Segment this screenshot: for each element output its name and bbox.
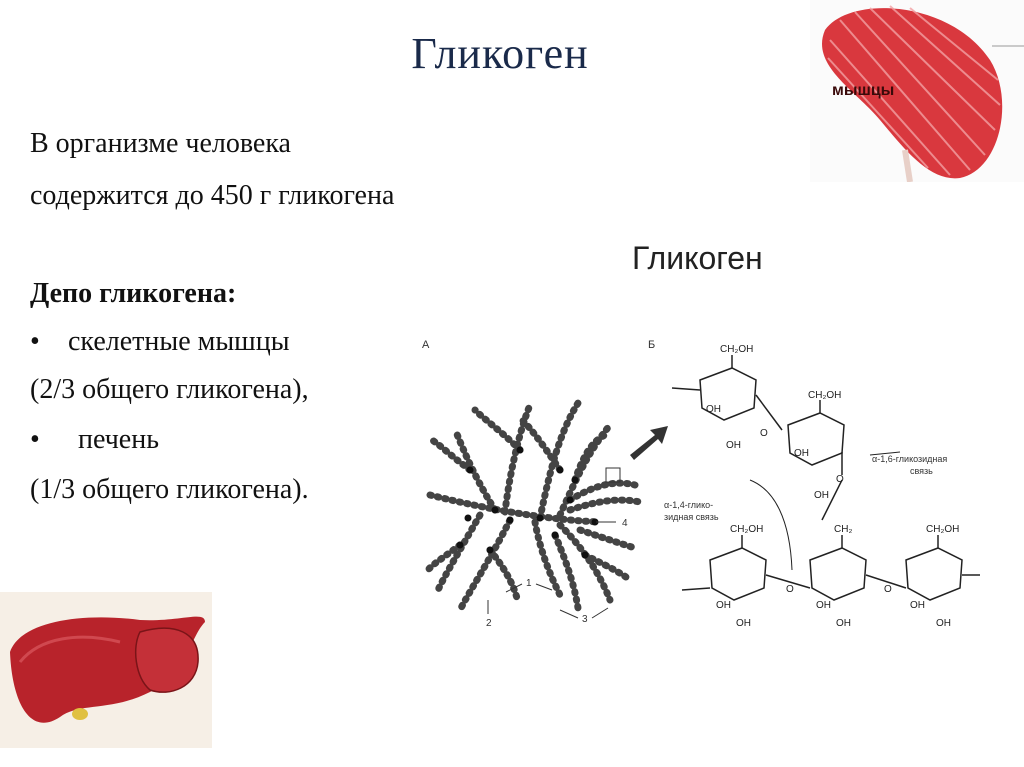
label-1: 1	[526, 578, 532, 589]
panel-a-label: А	[422, 339, 430, 351]
bond-16-line2: связь	[910, 466, 933, 476]
ch2oh-label: CH₂OH	[720, 344, 753, 355]
o-label: O	[884, 584, 892, 595]
ch2oh-label: CH₂OH	[808, 390, 841, 401]
bond-14-line2: зидная связь	[664, 512, 719, 522]
figure-title: Гликоген	[632, 240, 763, 276]
oh-label: OH	[936, 618, 951, 629]
label-3: 3	[582, 614, 588, 625]
oh-label: OH	[706, 404, 721, 415]
oh-label: OH	[910, 600, 925, 611]
glycogen-branches	[424, 396, 644, 614]
panel-b-label: Б	[648, 339, 655, 351]
liver-image	[0, 592, 212, 748]
bullet-icon: •	[30, 326, 40, 357]
branch-points	[456, 446, 599, 559]
glucose-rings	[671, 355, 980, 601]
intro-line-1: В организме человека	[30, 128, 291, 159]
ch2-label: CH₂	[834, 524, 852, 535]
depot-item-liver-note: (1/3 общего гликогена).	[30, 474, 309, 505]
o-label: O	[836, 474, 844, 485]
label-4: 4	[622, 518, 628, 529]
depot-item-muscle-note: (2/3 общего гликогена),	[30, 374, 309, 405]
oh-label: OH	[716, 600, 731, 611]
oh-label: OH	[814, 490, 829, 501]
depot-item-muscle-text: скелетные мышцы	[68, 326, 290, 357]
oh-label: OH	[794, 448, 809, 459]
zoom-arrow-icon	[630, 426, 668, 460]
depot-item-muscle: • скелетные мышцы	[30, 326, 290, 358]
label-2: 2	[486, 618, 492, 629]
ch2oh-label: CH₂OH	[730, 524, 763, 535]
depot-heading: Депо гликогена:	[30, 278, 237, 309]
slide-title: Гликоген	[411, 29, 589, 78]
oh-label: OH	[816, 600, 831, 611]
o-label: O	[760, 428, 768, 439]
oh-label: OH	[726, 440, 741, 451]
glycogen-structure-diagram: А Б 4 1 2 3	[422, 339, 980, 629]
bond-14-line1: α-1,4-глико-	[664, 500, 713, 510]
o-label: O	[786, 584, 794, 595]
muscle-image: мышцы	[810, 0, 1024, 182]
bond-16-line1: α-1,6-гликозидная	[872, 454, 947, 464]
oh-label: OH	[836, 618, 851, 629]
muscle-label: мышцы	[832, 82, 894, 99]
depot-item-liver: • печень	[30, 424, 159, 456]
ch2oh-label: CH₂OH	[926, 524, 959, 535]
oh-label: OH	[736, 618, 751, 629]
depot-item-liver-text: печень	[78, 424, 159, 455]
intro-line-2: содержится до 450 г гликогена	[30, 180, 395, 211]
bullet-icon: •	[30, 424, 40, 455]
